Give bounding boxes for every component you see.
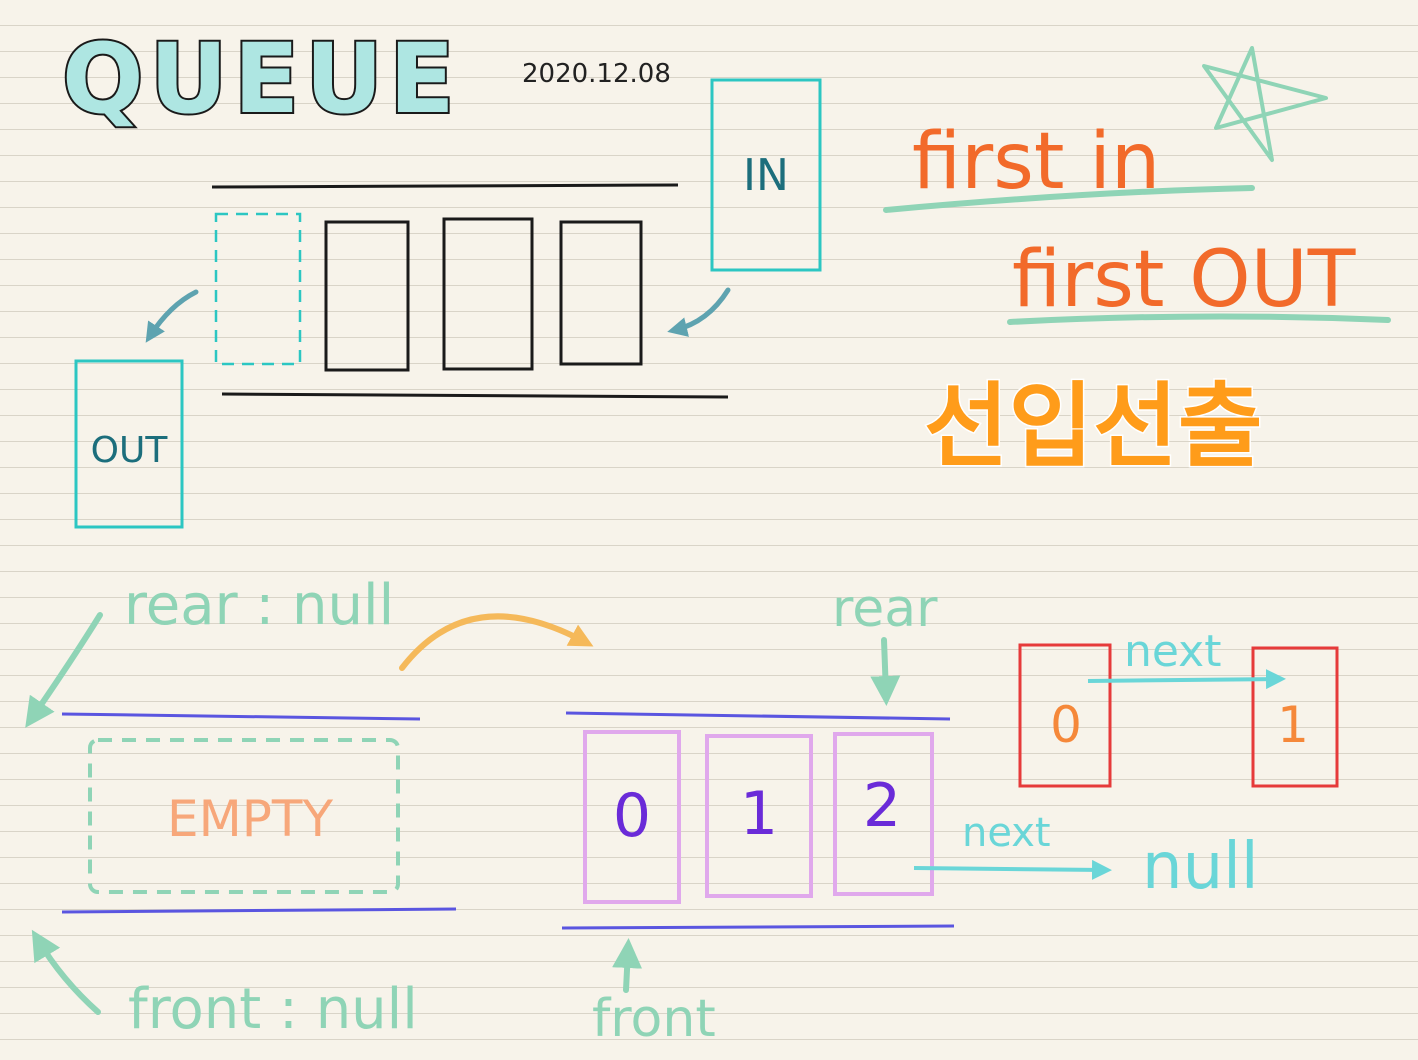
first-out-text: first OUT: [1012, 235, 1356, 325]
top-queue-diagram: IN OUT: [74, 78, 822, 529]
out-box: [74, 359, 184, 529]
rear-label: rear: [832, 579, 938, 639]
in-label: IN: [743, 150, 789, 201]
next-null-arrow: [913, 859, 1112, 880]
node-box: [1251, 646, 1339, 788]
queue-item-box: [833, 732, 934, 896]
node-value: 1: [1277, 696, 1309, 754]
queue-bottom-rail: [221, 392, 729, 399]
next-label-top: next: [1124, 626, 1221, 677]
rear-arrow: [870, 637, 901, 706]
queue-item-box: [583, 730, 681, 904]
queue-item-value: 2: [863, 771, 901, 841]
in-box: [710, 78, 822, 272]
korean-fifo-text: 선입선출: [924, 373, 1263, 480]
node-next-arrow: [1087, 669, 1286, 690]
out-label: OUT: [91, 430, 169, 471]
queue-slot: [559, 220, 643, 366]
front-arrow: [612, 938, 643, 993]
front-pointer-arrow: [31, 929, 101, 1015]
star-icon: [1202, 46, 1328, 162]
queue-top-rail: [211, 183, 679, 189]
dequeued-slot: [214, 212, 302, 366]
first-out-underline: [1007, 313, 1391, 325]
queue-item-value: 1: [740, 779, 778, 849]
queue-item-box: [705, 734, 813, 898]
queue-item-value: 0: [613, 781, 651, 851]
empty-queue-diagram: rear : null EMPTY front : null: [25, 573, 457, 1042]
queue-slot: [442, 217, 534, 371]
next-label-bottom: next: [962, 810, 1051, 856]
rear-pointer-arrow: [25, 612, 103, 728]
empty-queue-bottom-line: [61, 907, 457, 914]
empty-label: EMPTY: [167, 790, 333, 848]
page-title: QUEUE: [62, 23, 461, 135]
node-value: 0: [1050, 696, 1082, 754]
filled-queue-diagram: rear 0 1 2 front next null: [561, 579, 1259, 1049]
null-label: null: [1142, 830, 1259, 904]
front-label: front: [592, 989, 716, 1049]
fifo-notes: first in first OUT 선입선출: [883, 117, 1391, 482]
empty-queue-box: [88, 738, 400, 894]
linked-node-diagram: 0 1 next: [1018, 626, 1339, 788]
node-box: [1018, 643, 1112, 788]
filled-queue-top-line: [565, 711, 951, 721]
queue-slot: [324, 220, 410, 372]
front-null-label: front : null: [128, 977, 418, 1042]
transition-arrow: [399, 613, 594, 671]
filled-queue-bottom-line: [561, 924, 955, 930]
date-label: 2020.12.08: [522, 59, 671, 89]
empty-queue-top-line: [61, 712, 421, 721]
first-in-underline: [883, 185, 1255, 213]
enqueue-arrow: [667, 287, 731, 337]
rear-null-label: rear : null: [124, 573, 394, 638]
dequeue-arrow: [145, 289, 199, 343]
